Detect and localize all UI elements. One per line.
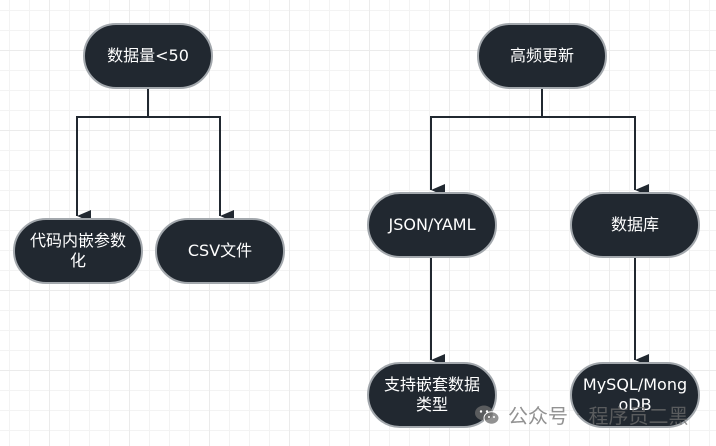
edge-n1-n3 [148,116,234,222]
wechat-icon [475,405,500,425]
node-data-volume-lt-50[interactable]: 数据量<50 [83,23,213,89]
watermark-separator: · [576,406,581,423]
watermark-prefix: 公众号 [508,404,568,428]
watermark-account: 程序员二黑 [588,404,689,428]
node-mysql-mongodb[interactable]: MySQL/MongoDB [570,362,700,428]
edge-n4-n5 [430,88,543,196]
node-database[interactable]: 数据库 [570,192,700,258]
node-high-frequency-update[interactable]: 高频更新 [477,23,607,89]
node-csv-file[interactable]: CSV文件 [155,218,285,284]
node-code-embedded-params[interactable]: 代码内嵌参数化 [13,218,143,284]
edge-n4-n6 [542,116,649,196]
node-json-yaml[interactable]: JSON/YAML [367,192,497,258]
edge-n1-n2 [76,88,149,222]
watermark: 公众号 · 程序员二黑 [474,400,688,429]
node-nested-data-types[interactable]: 支持嵌套数据类型 [367,362,497,428]
